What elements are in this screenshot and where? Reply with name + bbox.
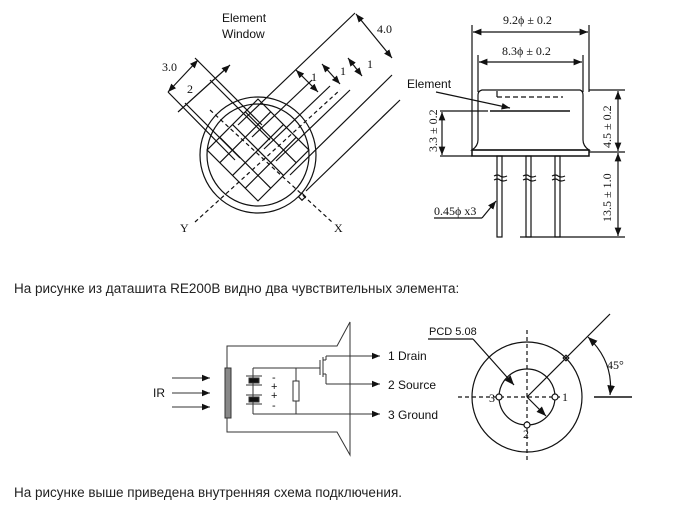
- pin-number-3: 3: [489, 391, 495, 405]
- axis-x-label: X: [334, 221, 343, 235]
- side-view: [434, 25, 625, 238]
- sensing-element-1: [248, 377, 260, 384]
- angle-label: 45°: [607, 358, 624, 372]
- pin-label-source: 2 Source: [388, 378, 436, 392]
- polarity-mark: +: [271, 381, 277, 393]
- dim-pitch-3-label: 1: [367, 57, 373, 71]
- dim-inner-diameter: 8.3ϕ ± 0.2: [502, 44, 551, 58]
- sensing-element-2: [248, 396, 260, 403]
- polarity-marks: - + + -: [271, 372, 277, 412]
- pin-label-ground: 3 Ground: [388, 408, 438, 422]
- dim-body-height: 4.5 ± 0.2: [600, 105, 614, 148]
- dim-pitch-2-label: 1: [340, 64, 346, 78]
- dim-gap-label: 2: [187, 82, 193, 96]
- axis-y-line: [194, 89, 341, 223]
- can-body: [470, 89, 591, 151]
- axis-y-label: Y: [180, 221, 189, 235]
- dim-lead-diameter: 0.45ϕ x3: [434, 204, 476, 218]
- lead-3: [554, 155, 561, 238]
- ir-window: [224, 367, 232, 419]
- sensor-housing-outline: [226, 321, 351, 457]
- pin-2-hole: [523, 421, 531, 429]
- top-view: [167, 12, 401, 223]
- element-label: Element: [407, 77, 452, 91]
- resistor: [292, 380, 300, 402]
- ir-input-label: IR: [153, 386, 165, 400]
- pin-3-hole: [495, 393, 503, 401]
- internal-schematic: [172, 321, 380, 457]
- polarity-mark: -: [272, 372, 276, 384]
- element-window-label-1: Element: [222, 11, 267, 25]
- sensor-dimension-drawing: Element Window 4.0 3.0 2 1 1 1 Y X: [162, 11, 625, 238]
- dim-lead-length: 13.5 ± 1.0: [600, 173, 614, 222]
- pin-number-1: 1: [562, 390, 568, 404]
- polarity-mark: +: [271, 390, 277, 402]
- element-window-label-2: Window: [222, 27, 265, 41]
- schematic-and-pinout: - + + - IR 1 Drain 2 Source 3 Ground PCD…: [153, 313, 632, 460]
- dim-element-width-label: 3.0: [162, 60, 177, 74]
- inner-window-circle: [206, 103, 310, 207]
- pin-layout: [428, 313, 632, 460]
- dim-element-height: 3.3 ± 0.2: [426, 109, 440, 152]
- element-window-grid: [206, 98, 310, 202]
- pin-number-2: 2: [523, 427, 529, 441]
- paragraph-connection-diagram: На рисунке выше приведена внутренняя схе…: [14, 485, 402, 500]
- outer-can-circle: [199, 96, 317, 214]
- pin-1-hole: [551, 393, 559, 401]
- dim-overall-label: 4.0: [377, 22, 392, 36]
- dim-pitch-1-label: 1: [311, 70, 317, 84]
- polarity-mark: -: [272, 400, 276, 412]
- pin-label-drain: 1 Drain: [388, 349, 427, 363]
- lead-1: [496, 155, 503, 238]
- dim-outer-diameter: 9.2ϕ ± 0.2: [503, 13, 552, 27]
- pcd-label: PCD 5.08: [429, 326, 477, 338]
- paragraph-sensing-elements: На рисунке из даташита RE200B видно два …: [14, 281, 460, 296]
- lead-2: [525, 155, 532, 238]
